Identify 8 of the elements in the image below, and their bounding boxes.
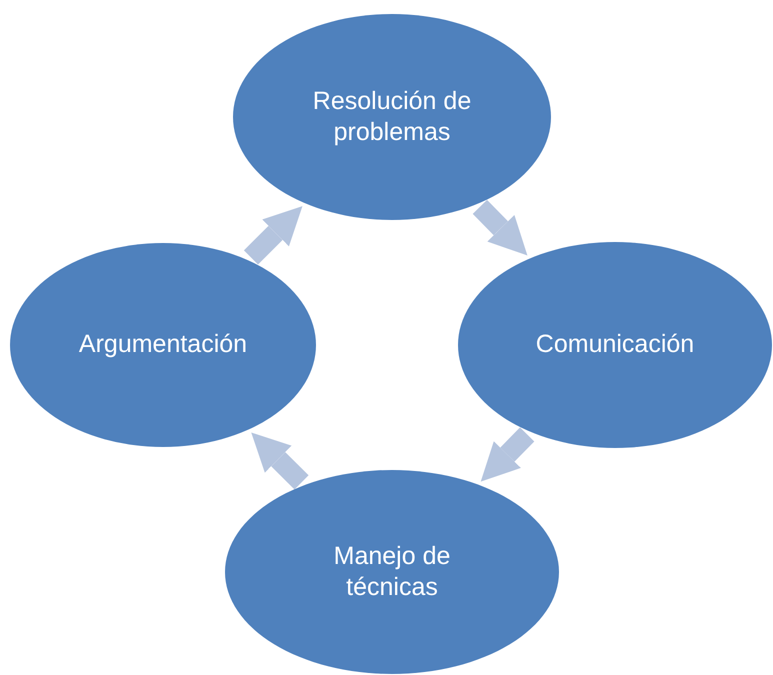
node-label: Comunicación — [536, 329, 694, 360]
block-arrow — [472, 200, 528, 256]
block-arrow — [244, 206, 302, 265]
node-label: Resolución de problemas — [312, 86, 472, 148]
block-arrow — [251, 432, 309, 490]
node-label: Argumentación — [78, 329, 248, 360]
node-label: Manejo de técnicas — [332, 540, 452, 603]
block-arrow — [480, 427, 534, 482]
